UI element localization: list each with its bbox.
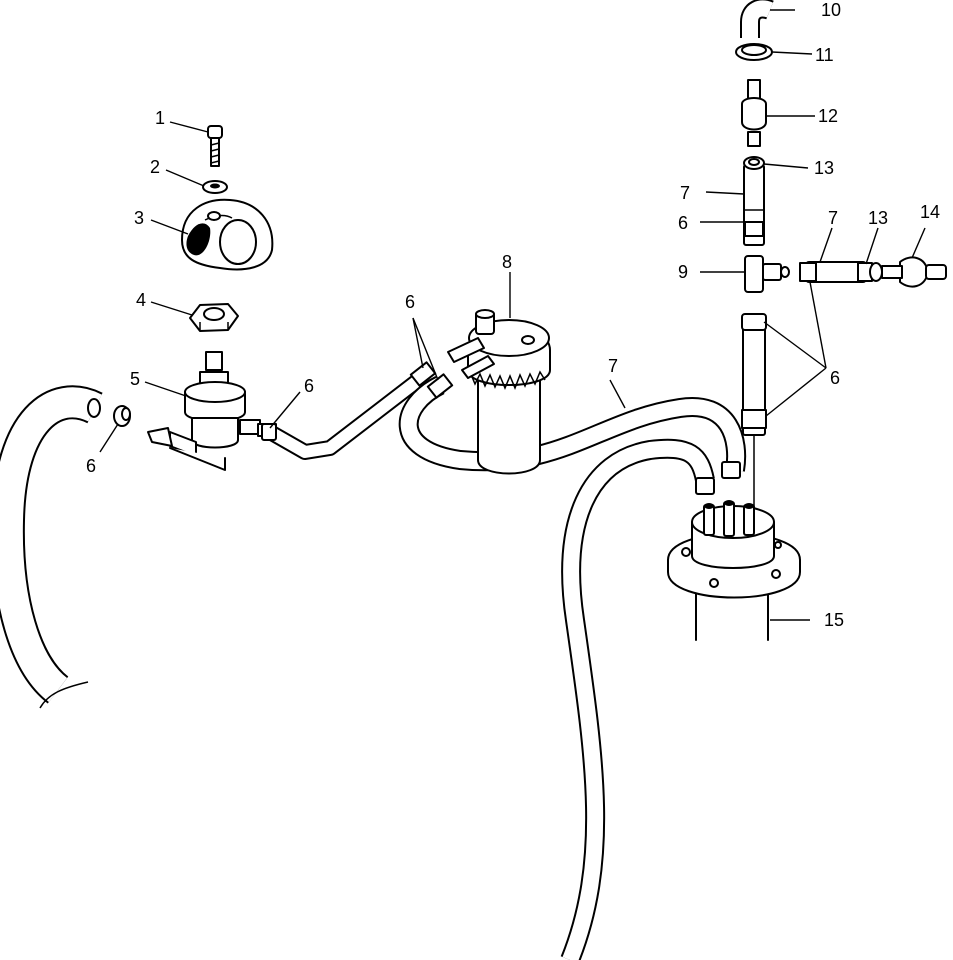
callout-6-left: 6 bbox=[86, 456, 96, 476]
part-3-knob bbox=[181, 198, 274, 271]
part-14-vent-filter bbox=[881, 256, 947, 288]
part-2-washer bbox=[202, 180, 228, 194]
callout-7-top: 7 bbox=[680, 183, 690, 203]
callout-7-right: 7 bbox=[828, 208, 838, 228]
part-6-clamps-filter-hose bbox=[409, 361, 454, 399]
part-9-tee bbox=[744, 255, 790, 293]
callout-labels: 1 2 3 4 5 6 6 6 8 7 10 11 12 13 7 6 9 7 … bbox=[86, 0, 940, 630]
callout-11: 11 bbox=[815, 45, 834, 65]
callout-3: 3 bbox=[134, 208, 144, 228]
hose-vent-branch bbox=[799, 261, 883, 283]
callout-7-mid: 7 bbox=[608, 356, 618, 376]
part-1-screw bbox=[207, 125, 223, 167]
leader-lines bbox=[99, 9, 926, 621]
part-5-regulator bbox=[147, 351, 277, 471]
part-4-nut bbox=[189, 303, 239, 332]
callout-10: 10 bbox=[821, 0, 841, 20]
callout-2: 2 bbox=[150, 157, 160, 177]
part-11-clamp bbox=[735, 43, 773, 61]
part-6-clamps-vent bbox=[741, 313, 767, 331]
vent-hose-left bbox=[0, 385, 103, 709]
hose-vent-lower bbox=[741, 319, 767, 520]
part-15-fuel-pump bbox=[667, 500, 801, 641]
callout-15: 15 bbox=[824, 610, 844, 630]
part-6-clamp-left bbox=[113, 405, 131, 427]
callout-14: 14 bbox=[920, 202, 940, 222]
callout-8: 8 bbox=[502, 252, 512, 272]
part-6-clamps-pump bbox=[695, 461, 741, 495]
callout-12: 12 bbox=[818, 106, 838, 126]
callout-5: 5 bbox=[130, 369, 140, 389]
callout-4: 4 bbox=[136, 290, 146, 310]
callout-6-vertical: 6 bbox=[678, 213, 688, 233]
part-6-clamp-regulator bbox=[261, 423, 277, 441]
callout-1: 1 bbox=[155, 108, 165, 128]
callout-13-top: 13 bbox=[814, 158, 834, 178]
part-8-fuel-filter bbox=[447, 309, 551, 475]
hose-regulator-to-filter bbox=[266, 368, 430, 460]
part-13-clamp-top bbox=[743, 156, 765, 170]
part-12-check-valve bbox=[741, 79, 767, 147]
callout-6-regulator: 6 bbox=[304, 376, 314, 396]
hose-vent-upper bbox=[743, 164, 765, 246]
callout-13-right: 13 bbox=[868, 208, 888, 228]
hose-supply-long bbox=[560, 438, 715, 960]
callout-6-right: 6 bbox=[830, 368, 840, 388]
part-10-elbow bbox=[740, 0, 774, 38]
callout-6-top: 6 bbox=[405, 292, 415, 312]
callout-9: 9 bbox=[678, 262, 688, 282]
hose-filter-loop bbox=[398, 376, 747, 472]
